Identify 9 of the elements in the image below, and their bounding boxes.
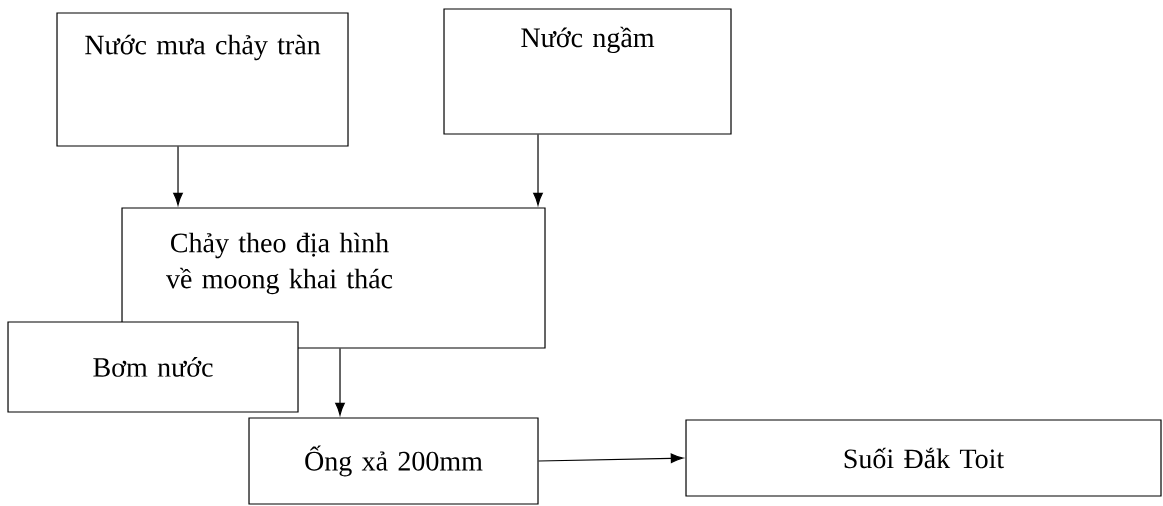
arrow xyxy=(538,453,684,464)
process-box: Nước mưa chảy tràn xyxy=(56,12,349,147)
process-box: Bơm nước xyxy=(7,321,299,413)
process-box: Nước ngầm xyxy=(443,8,732,135)
arrow xyxy=(335,348,345,416)
process-box: Suối Đắk Toit xyxy=(685,419,1162,497)
process-box: Ống xả 200mm xyxy=(248,417,539,505)
arrow xyxy=(533,134,543,206)
arrow xyxy=(173,146,183,206)
